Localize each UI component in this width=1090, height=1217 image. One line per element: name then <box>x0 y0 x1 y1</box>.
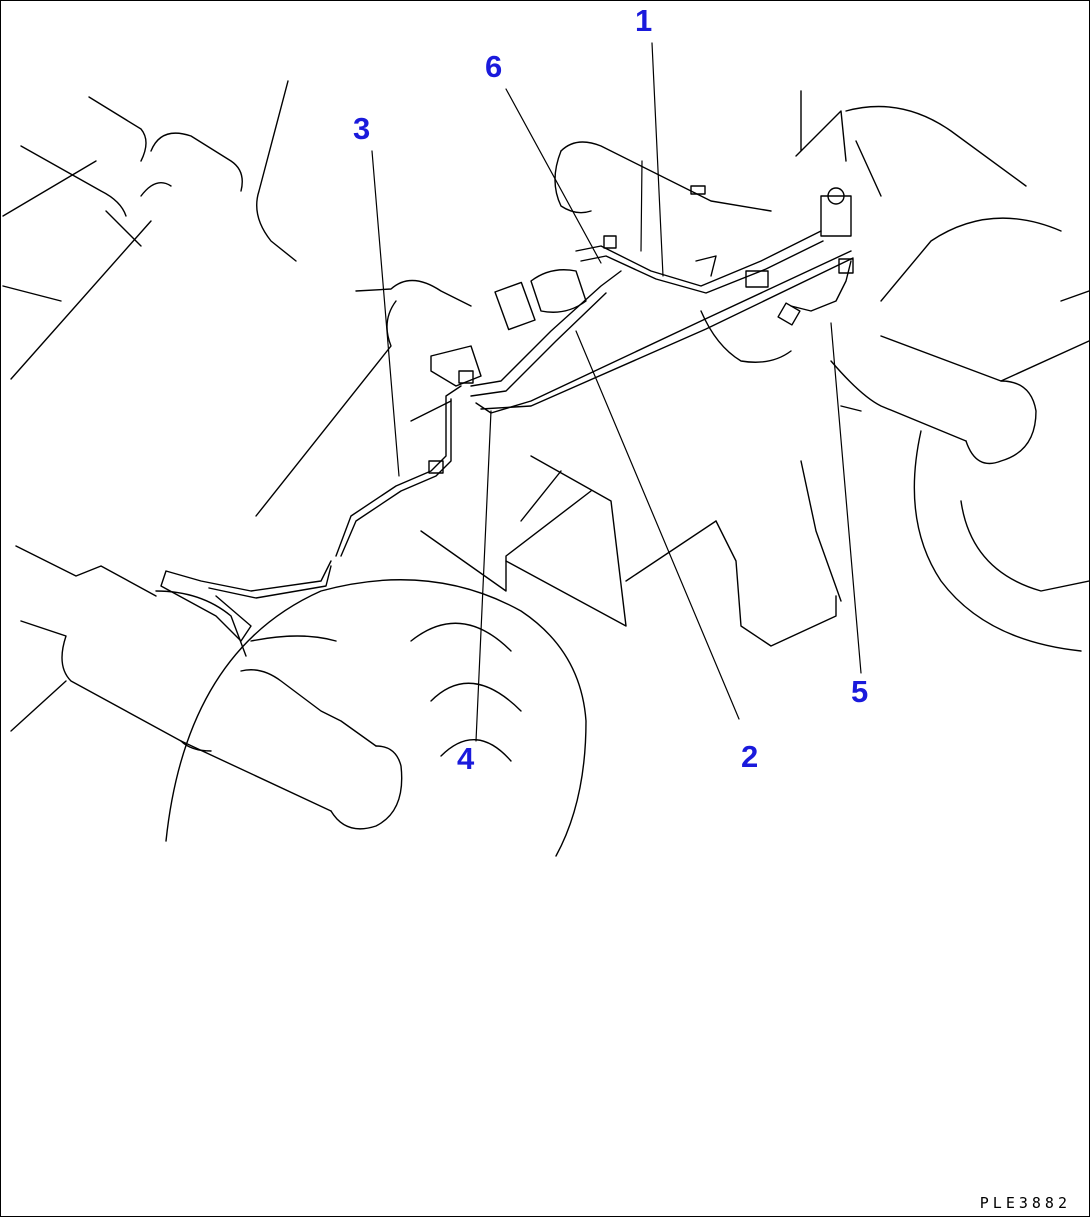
front-axle-outline <box>10 545 587 857</box>
callout-5: 5 <box>851 674 869 709</box>
drawing-code: PLE3882 <box>979 1194 1071 1212</box>
brake-piping <box>160 185 854 642</box>
callout-2: 2 <box>741 739 759 774</box>
rear-axle-outline <box>554 90 1089 652</box>
callout-3: 3 <box>353 111 371 146</box>
frame-outline <box>2 80 842 647</box>
callout-4: 4 <box>457 741 475 776</box>
callout-6: 6 <box>485 49 503 84</box>
callout-1: 1 <box>635 3 653 38</box>
leader-lines <box>371 42 862 742</box>
